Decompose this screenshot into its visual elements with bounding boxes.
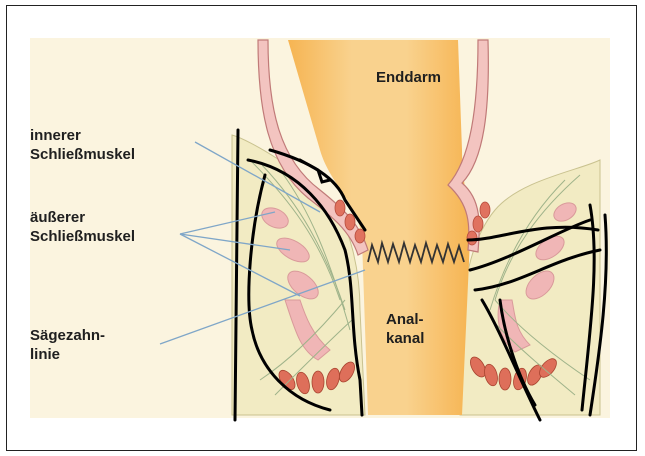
label-enddarm: Enddarm [376,68,441,87]
label-analkanal: Anal- kanal [386,310,424,348]
label-aeusserer-schliessmuskel: äußerer Schließmuskel [30,208,135,246]
label-innerer-schliessmuskel: innerer Schließmuskel [30,126,135,164]
label-saegezahnlinie: Sägezahn- linie [30,326,105,364]
